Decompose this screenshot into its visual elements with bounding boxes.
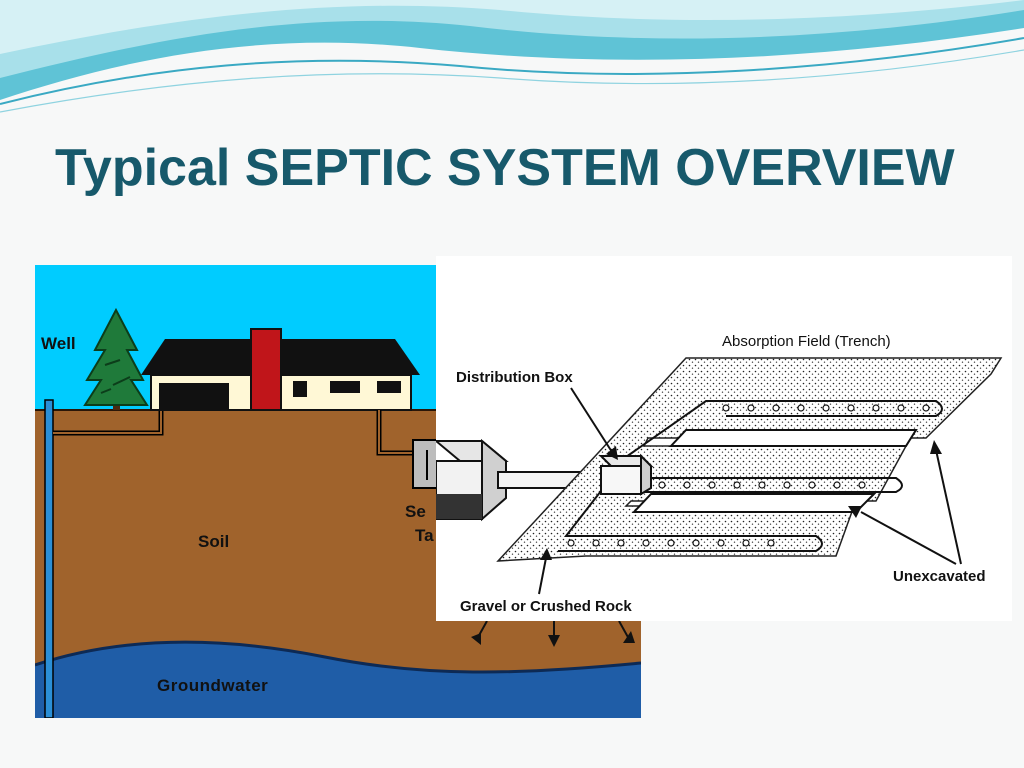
groundwater-label: Groundwater (157, 676, 268, 695)
wave-band-light (0, 0, 1024, 78)
slide-title: Typical SEPTIC SYSTEM OVERVIEW (55, 139, 955, 197)
unexcavated-label: Unexcavated (893, 568, 986, 585)
groundwater (35, 642, 641, 718)
well-connection-inner (53, 403, 162, 434)
septic-tank-label-1: Se (405, 502, 426, 521)
well-pipe (44, 399, 54, 718)
septic-cross-section: Well Se Ta Soil Groundwater (35, 265, 641, 718)
header-waves (0, 0, 1024, 113)
well-label: Well (41, 334, 76, 353)
unexcavated-strip-2 (631, 493, 877, 513)
callout-arrows (538, 387, 962, 595)
wave-highlight (0, 0, 1024, 54)
unexcavated-strip-1 (668, 429, 918, 447)
soil-label: Soil (198, 532, 229, 551)
pipe-perforations (567, 404, 930, 547)
absorption-field-label: Absorption Field (Trench) (722, 333, 891, 350)
groundwater-edge (35, 640, 641, 674)
gravel-label: Gravel or Crushed Rock (460, 598, 632, 615)
distribution-box-icon (598, 453, 654, 496)
lateral-pipes (558, 400, 943, 552)
tree-icon (83, 307, 149, 410)
wave-line-2 (0, 49, 1024, 113)
absorption-field-diagram: Absorption Field (Trench) Distribution B… (436, 256, 1012, 621)
septic-tank-label-2: Ta (415, 526, 434, 545)
wave-line-1 (0, 37, 1024, 105)
distribution-box-label: Distribution Box (456, 369, 573, 386)
seepage-arrows (471, 620, 635, 647)
house-icon (141, 328, 420, 411)
septic-tank-box (436, 438, 509, 522)
